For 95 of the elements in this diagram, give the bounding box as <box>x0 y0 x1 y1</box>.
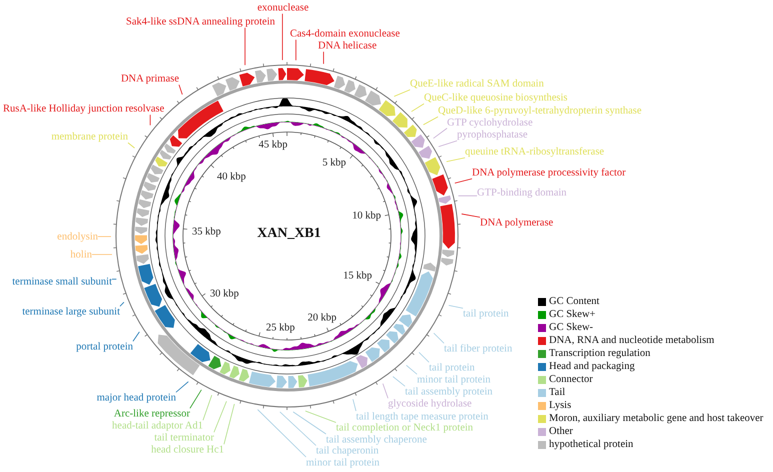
leader-line <box>282 13 283 60</box>
legend-label: GC Skew- <box>549 322 594 334</box>
gene-label: QueD-like 6-pyruvoyl-tetrahydropterin synthase <box>438 105 642 117</box>
leader-line <box>120 302 124 307</box>
leader-line <box>454 178 472 184</box>
gene-label: tail completion or Neck1 protein <box>336 422 474 434</box>
leader-line <box>98 236 112 238</box>
gene-label: holin <box>70 248 92 260</box>
gene-label: DNA helicase <box>318 40 377 52</box>
leader-line <box>178 84 183 95</box>
gene-label: GTP cyclohydrolase <box>447 116 533 128</box>
scale-label: 20 kbp <box>308 312 336 324</box>
gene-label: endolysin <box>57 230 98 242</box>
scale-label: 10 kbp <box>352 210 381 222</box>
leader-line <box>382 383 388 399</box>
leader-line <box>433 332 444 344</box>
leader-line <box>280 411 316 446</box>
legend-label: Other <box>549 426 573 438</box>
leader-line <box>224 404 235 445</box>
gene-label: Cas4-domain exonuclease <box>290 28 400 40</box>
scale-label: 5 kbp <box>322 157 346 169</box>
gene-label: major head protein <box>96 392 176 404</box>
gene-label: GTP-binding domain <box>477 187 567 199</box>
legend-label: Transcription regulation <box>549 348 650 360</box>
scale-label: 15 kbp <box>343 270 372 282</box>
leader-line <box>448 304 464 309</box>
gene-label: membrane protein <box>51 131 128 143</box>
gene-label: minor tail protein <box>417 374 490 386</box>
gene-label: tail assembly chaperone <box>326 434 427 446</box>
gene-label: tail length tape measure protein <box>356 411 488 422</box>
legend-label: Moron, auxiliary metabolic gene and host takeover <box>549 413 764 425</box>
leader-line <box>150 114 151 126</box>
gene-label: queuine tRNA-ribosyltransferase <box>465 146 604 158</box>
gene-label: tail assembly protein <box>405 386 492 398</box>
legend-label: Connector <box>549 374 593 386</box>
leader-line <box>190 389 202 409</box>
leader-line <box>406 364 418 375</box>
leader-line <box>418 352 430 363</box>
gene-label: terminase small subunit <box>12 276 112 288</box>
gene-label: DNA polymerase <box>480 217 554 229</box>
legend-label: GC Content <box>549 296 600 308</box>
leader-line <box>458 195 478 196</box>
leader-line <box>461 214 480 218</box>
gene-label: tail fiber protein <box>444 343 512 355</box>
legend-label: Tail <box>549 387 566 399</box>
leader-line <box>411 103 424 112</box>
genome-title: XAN_XB1 <box>257 226 321 242</box>
gene-label: head closure Hc1 <box>151 444 224 456</box>
leader-line <box>292 412 326 434</box>
gene-label: Sak4-like ssDNA annealing protein <box>126 16 275 28</box>
gene-label: portal protein <box>76 341 133 353</box>
leader-line <box>446 157 466 162</box>
leader-line <box>244 27 246 66</box>
leader-line <box>176 381 189 393</box>
leader-line <box>128 142 135 148</box>
leader-line <box>305 410 336 423</box>
leader-line <box>202 394 212 421</box>
leader-line <box>257 409 306 458</box>
leader-line <box>423 116 438 126</box>
legend-label: GC Skew+ <box>549 309 596 321</box>
scale-label: 35 kbp <box>192 226 221 238</box>
leader-line <box>394 89 410 97</box>
gene-label: tail chaperonin <box>316 446 379 457</box>
leader-line <box>352 398 356 412</box>
gene-label: QueC-like queuosine biosynthesis <box>424 92 568 104</box>
legend-label: DNA, RNA and nucleotide metabolism <box>549 335 714 347</box>
gene-label: tail protein <box>429 362 475 374</box>
gene-label: Arc-like repressor <box>114 408 190 420</box>
scale-label: 30 kbp <box>210 288 239 300</box>
legend-label: hypothetical protein <box>549 439 634 451</box>
gene-label: glycoside hydrolase <box>388 398 472 410</box>
leader-line <box>92 254 112 255</box>
gene-label: tail protein <box>463 308 509 320</box>
leader-line <box>433 128 448 139</box>
scale-label: 40 kbp <box>217 171 246 183</box>
gene-label: terminase large subunit <box>22 306 120 318</box>
gene-label: QueE-like radical SAM domain <box>410 78 544 90</box>
gene-label: RusA-like Holliday junction resolvase <box>3 103 164 115</box>
legend-label: Lysis <box>549 400 572 412</box>
legend-label: Head and packaging <box>549 361 635 373</box>
gene-label: DNA polymerase processivity factor <box>472 167 626 179</box>
scale-label: 25 kbp <box>266 322 295 334</box>
leader-line <box>323 51 324 64</box>
gene-label: DNA primase <box>120 73 180 85</box>
gene-label: minor tail protein <box>306 457 380 468</box>
scale-label: 45 kbp <box>258 139 288 151</box>
leader-line <box>112 278 117 280</box>
leader-line <box>438 140 458 148</box>
gene-label: exonuclease <box>257 2 309 14</box>
gene-label: pyrophosphatase <box>457 129 528 141</box>
gene-label: head-tail adaptor Ad1 <box>112 420 203 432</box>
leader-line <box>214 400 227 433</box>
leader-line <box>132 331 140 342</box>
leader-line <box>392 376 406 387</box>
gene-label: tail terminator <box>154 432 214 444</box>
